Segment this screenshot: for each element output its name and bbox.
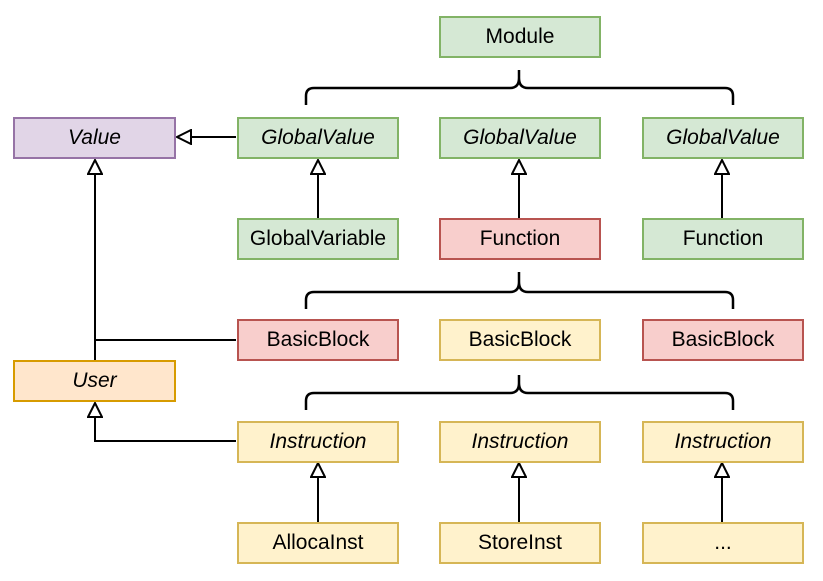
function-contains-brace	[304, 272, 735, 309]
function-node-1: Function	[439, 218, 601, 260]
basicblock-node-2: BasicBlock	[439, 319, 601, 361]
globalvalue-node-2: GlobalValue	[439, 117, 601, 159]
globalvalue-node-3: GlobalValue	[642, 117, 804, 159]
instruction-node-1: Instruction	[237, 421, 399, 463]
basicblock-node-1: BasicBlock	[237, 319, 399, 361]
basicblock-node-3: BasicBlock	[642, 319, 804, 361]
instruction-node-2: Instruction	[439, 421, 601, 463]
globalvalue-node-1: GlobalValue	[237, 117, 399, 159]
more-instructions-node: ...	[642, 522, 804, 564]
function-node-2: Function	[642, 218, 804, 260]
basicblock-contains-brace	[304, 375, 735, 410]
instruction-inherits-user-edge	[95, 403, 236, 442]
storeinst-node: StoreInst	[439, 522, 601, 564]
module-contains-brace	[304, 70, 735, 105]
globalvariable-node: GlobalVariable	[237, 218, 399, 260]
instruction-node-3: Instruction	[642, 421, 804, 463]
allocainst-node: AllocaInst	[237, 522, 399, 564]
module-node: Module	[439, 16, 601, 58]
user-node: User	[13, 360, 176, 402]
value-node: Value	[13, 117, 176, 159]
